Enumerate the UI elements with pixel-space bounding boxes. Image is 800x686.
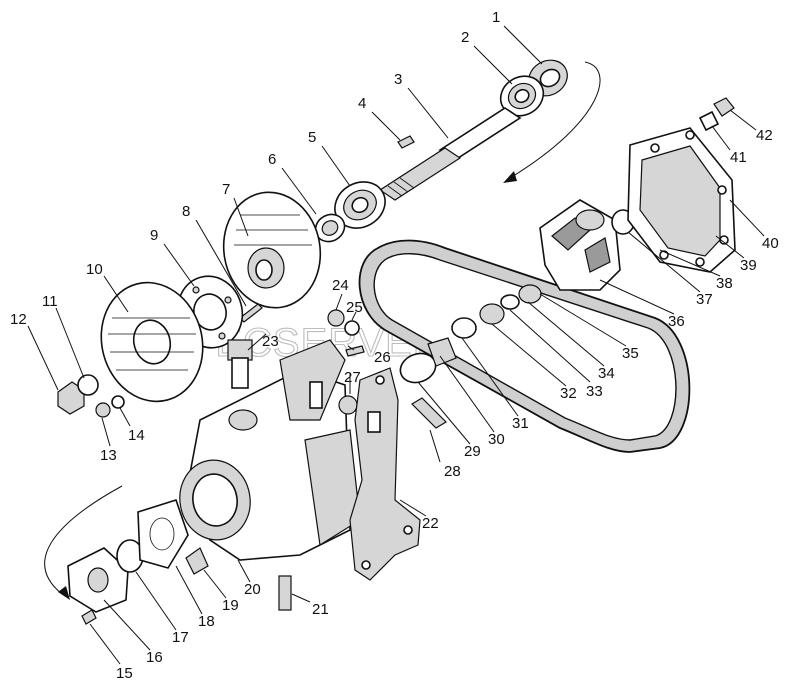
- callout-38: 38: [716, 275, 733, 292]
- impeller: [539, 199, 621, 291]
- callout-21: 21: [312, 601, 329, 618]
- pulley-disc-rear: [222, 191, 322, 309]
- callout-4: 4: [358, 95, 366, 112]
- rotation-arrow-top: [509, 61, 601, 179]
- callout-22: 22: [422, 515, 439, 532]
- pump-shaft: [378, 107, 522, 201]
- stud-upper: [411, 397, 447, 429]
- pin-bolt: [239, 303, 263, 323]
- gasket-plate: [349, 367, 421, 581]
- callout-37: 37: [696, 291, 713, 308]
- callout-20: 20: [244, 581, 261, 598]
- rear-gasket: [137, 499, 189, 569]
- callout-24: 24: [332, 277, 349, 294]
- callout-41: 41: [730, 149, 747, 166]
- drain-fitting: [185, 547, 209, 575]
- spacer-ring: [314, 213, 346, 243]
- callout-14: 14: [128, 427, 145, 444]
- leader-lines-right: [89, 109, 765, 665]
- callout-30: 30: [488, 431, 505, 448]
- callout-3: 3: [394, 71, 402, 88]
- rotation-arrow-bottom: [44, 485, 123, 595]
- bearing-inner: [499, 75, 545, 117]
- bearing-large: [334, 181, 386, 229]
- pump-housing: [179, 339, 361, 561]
- stud-lower: [278, 575, 292, 611]
- callout-15: 15: [116, 665, 133, 682]
- callout-23: 23: [262, 333, 279, 350]
- callout-33: 33: [586, 383, 603, 400]
- leader-lines: [27, 25, 543, 447]
- callout-31: 31: [512, 415, 529, 432]
- callout-32: 32: [560, 385, 577, 402]
- callout-1: 1: [492, 9, 500, 26]
- arrowhead-top: [503, 171, 517, 183]
- callout-36: 36: [668, 313, 685, 330]
- seal-ring-group: [399, 284, 542, 384]
- callout-12: 12: [10, 311, 27, 328]
- callout-13: 13: [100, 447, 117, 464]
- callout-29: 29: [464, 443, 481, 460]
- pump-cover: [627, 127, 736, 273]
- callout-18: 18: [198, 613, 215, 630]
- nut-and-washers-front: [57, 374, 125, 418]
- callout-17: 17: [172, 629, 189, 646]
- callout-34: 34: [598, 365, 615, 382]
- small-parts-side: [327, 309, 365, 415]
- callout-25: 25: [346, 299, 363, 316]
- callout-19: 19: [222, 597, 239, 614]
- callout-35: 35: [622, 345, 639, 362]
- callout-9: 9: [150, 227, 158, 244]
- callout-7: 7: [222, 181, 230, 198]
- callout-2: 2: [461, 29, 469, 46]
- callout-5: 5: [308, 129, 316, 146]
- callout-11: 11: [42, 293, 58, 310]
- callout-28: 28: [444, 463, 461, 480]
- rear-screw: [81, 609, 97, 625]
- callout-6: 6: [268, 151, 276, 168]
- callout-8: 8: [182, 203, 190, 220]
- callout-labels: 1 2 3 4 5 6 7 8 9 10 11 12 13 14 15 16 1…: [10, 9, 779, 682]
- callout-40: 40: [762, 235, 779, 252]
- pulley-disc-front: [100, 281, 204, 403]
- callout-16: 16: [146, 649, 163, 666]
- callout-39: 39: [740, 257, 757, 274]
- drive-belt: [358, 239, 691, 453]
- callout-42: 42: [756, 127, 773, 144]
- callout-10: 10: [86, 261, 103, 278]
- fitting-nipple: [227, 339, 253, 389]
- callout-27: 27: [344, 369, 361, 386]
- arrowhead-bottom: [58, 586, 70, 600]
- shaft-key: [397, 135, 415, 149]
- cover-fasteners: [698, 97, 735, 132]
- callout-26: 26: [374, 349, 391, 366]
- rear-cover-plate: [67, 547, 129, 613]
